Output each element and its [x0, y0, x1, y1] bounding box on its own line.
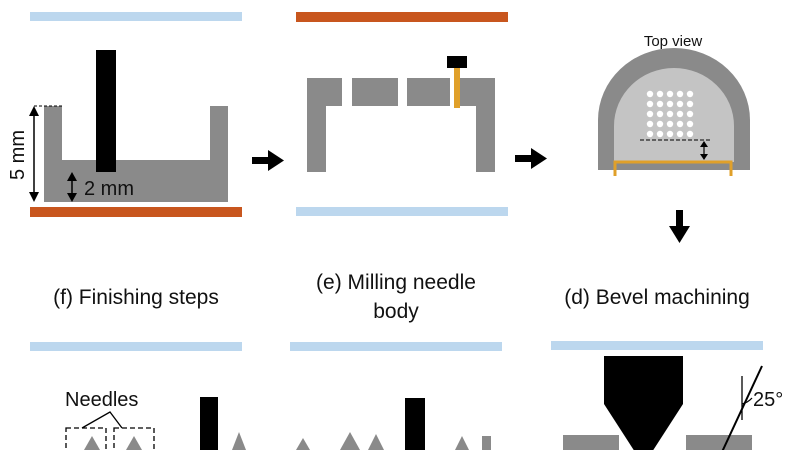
dim-2mm-label: 2 mm — [84, 178, 134, 200]
dim-5mm-arrow-top — [29, 106, 39, 116]
spike-e2 — [340, 432, 360, 450]
arrow-right-icon — [515, 148, 547, 169]
panel-b — [296, 12, 508, 216]
needles-label: Needles — [65, 389, 138, 411]
panel-e — [296, 398, 491, 450]
middle-block-b1 — [352, 78, 398, 106]
panel-a: 5 mm 2 mm — [7, 12, 242, 217]
needle-box-1 — [65, 427, 107, 450]
block-d-right — [686, 435, 752, 450]
gap-dim-arrow-bottom — [700, 154, 708, 160]
caption-finishing: (f) Finishing steps — [53, 286, 219, 309]
panel-c: Top view — [598, 33, 750, 176]
blue-plate-e — [290, 342, 502, 351]
dim-2mm-arrow-top — [67, 172, 77, 181]
tool-e — [405, 398, 425, 450]
left-block-b — [307, 78, 342, 172]
arrow-right-icon — [252, 150, 284, 171]
black-tool-a — [96, 50, 116, 172]
bevel-tool — [604, 356, 683, 450]
blue-plate-a — [30, 12, 242, 21]
needle-tip-f1 — [84, 436, 100, 450]
gold-outline-c — [613, 160, 733, 176]
blue-plate-f — [30, 342, 242, 351]
blue-plate-b — [296, 207, 508, 216]
dim-5mm-arrow-bottom — [29, 192, 39, 202]
spike-e1 — [296, 438, 310, 450]
orange-plate-a — [30, 207, 242, 217]
stub-e — [482, 436, 491, 450]
dim-2mm-arrow-bottom — [67, 193, 77, 202]
arrow-down-icon — [669, 210, 690, 243]
middle-block-b2 — [407, 78, 450, 106]
angle-label: 25° — [753, 389, 783, 411]
spike-e3 — [368, 434, 384, 450]
needle-box-2 — [113, 427, 155, 450]
needle-tip-f2 — [126, 436, 142, 450]
hole-grid — [646, 90, 694, 138]
dim-5mm-label: 5 mm — [7, 130, 29, 180]
top-view-label: Top view — [644, 33, 703, 50]
spike-f — [232, 432, 246, 450]
angle-arc — [741, 397, 753, 405]
caption-milling-line2: body — [373, 300, 419, 323]
needles-bracket — [81, 411, 123, 429]
orange-plate-b — [296, 12, 508, 22]
milling-bit-head — [447, 56, 467, 68]
inner-disc-c — [614, 68, 734, 162]
panel-f: Needles — [65, 389, 246, 450]
panel-d: 25° — [563, 356, 783, 450]
milling-bit-shank — [454, 62, 460, 108]
u-channel-body-a — [44, 106, 228, 202]
gap-dim-arrow-top — [700, 141, 708, 147]
caption-bevel: (d) Bevel machining — [564, 286, 750, 309]
tool-f — [200, 397, 218, 450]
block-d-left — [563, 435, 619, 450]
spike-e4 — [455, 436, 469, 450]
caption-milling-line1: (e) Milling needle — [316, 271, 476, 294]
blue-plate-d — [551, 341, 763, 350]
right-block-b — [459, 78, 495, 172]
